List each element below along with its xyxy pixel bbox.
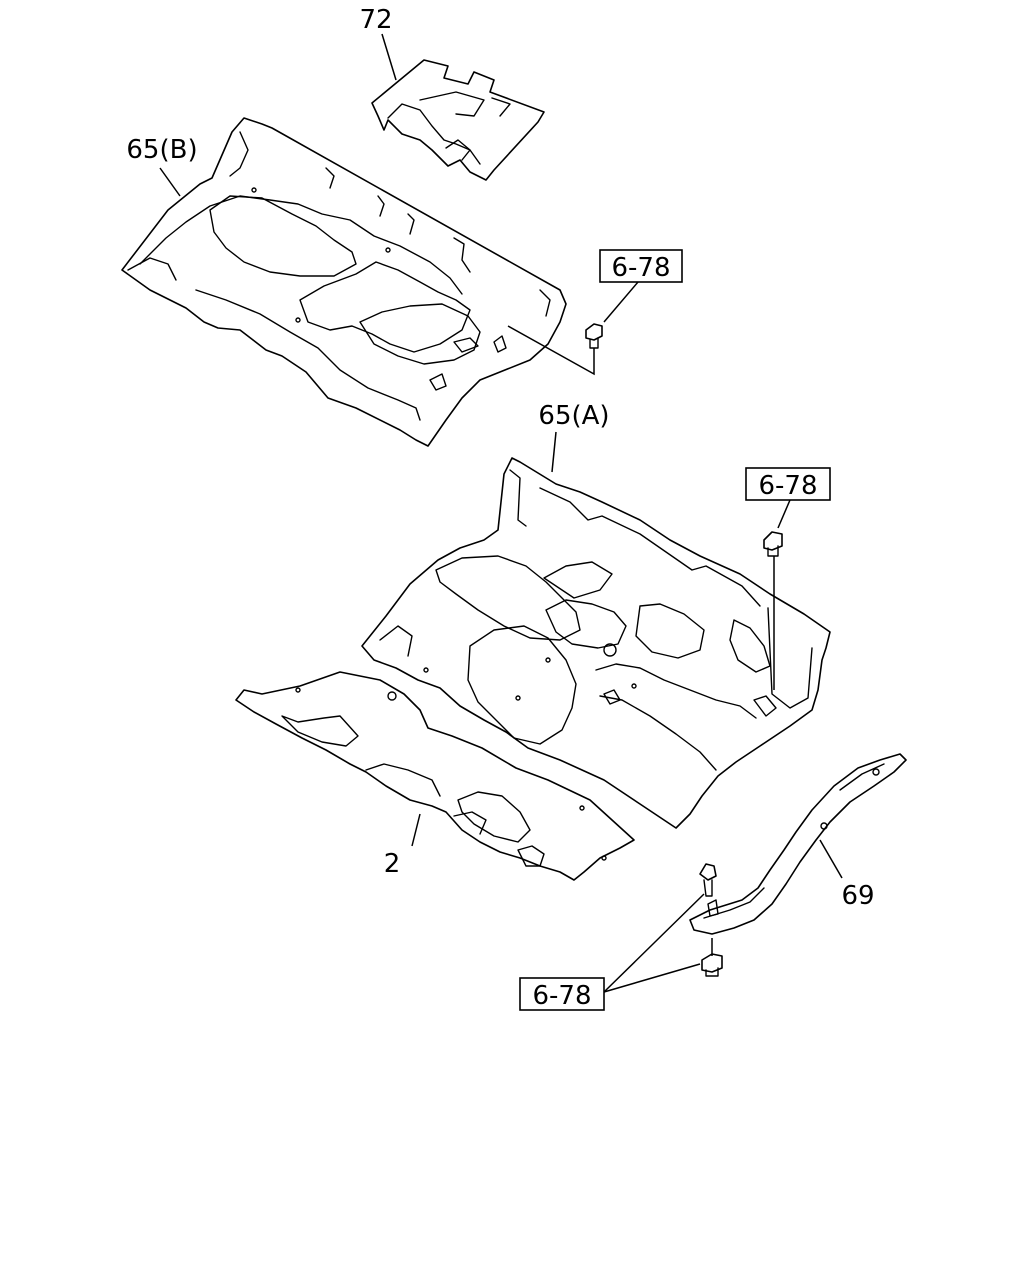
side-rail-69 xyxy=(689,753,907,935)
floor-insulator-2 xyxy=(235,671,635,881)
label-part-69: 69 xyxy=(841,881,874,911)
insulator-pad-72 xyxy=(371,59,545,181)
label-part-72: 72 xyxy=(359,5,392,35)
leader-lines xyxy=(159,33,843,993)
rear-carpet-65b xyxy=(121,117,567,447)
label-part-65b: 65(B) xyxy=(126,135,197,165)
label-part-2: 2 xyxy=(384,849,401,879)
ref-lower-text: 6-78 xyxy=(532,981,591,1011)
ref-box-lower: 6-78 xyxy=(519,977,605,1011)
ref-upper-text: 6-78 xyxy=(611,253,670,283)
ref-box-middle: 6-78 xyxy=(745,467,831,501)
clip-lower-icon xyxy=(701,953,723,977)
screw-icon xyxy=(699,863,717,897)
ref-box-upper: 6-78 xyxy=(599,249,683,283)
front-carpet-65a xyxy=(361,457,831,829)
ref-middle-text: 6-78 xyxy=(758,471,817,501)
clip-upper-icon xyxy=(585,323,603,349)
label-part-65a: 65(A) xyxy=(538,401,609,431)
clip-middle-icon xyxy=(763,531,783,557)
